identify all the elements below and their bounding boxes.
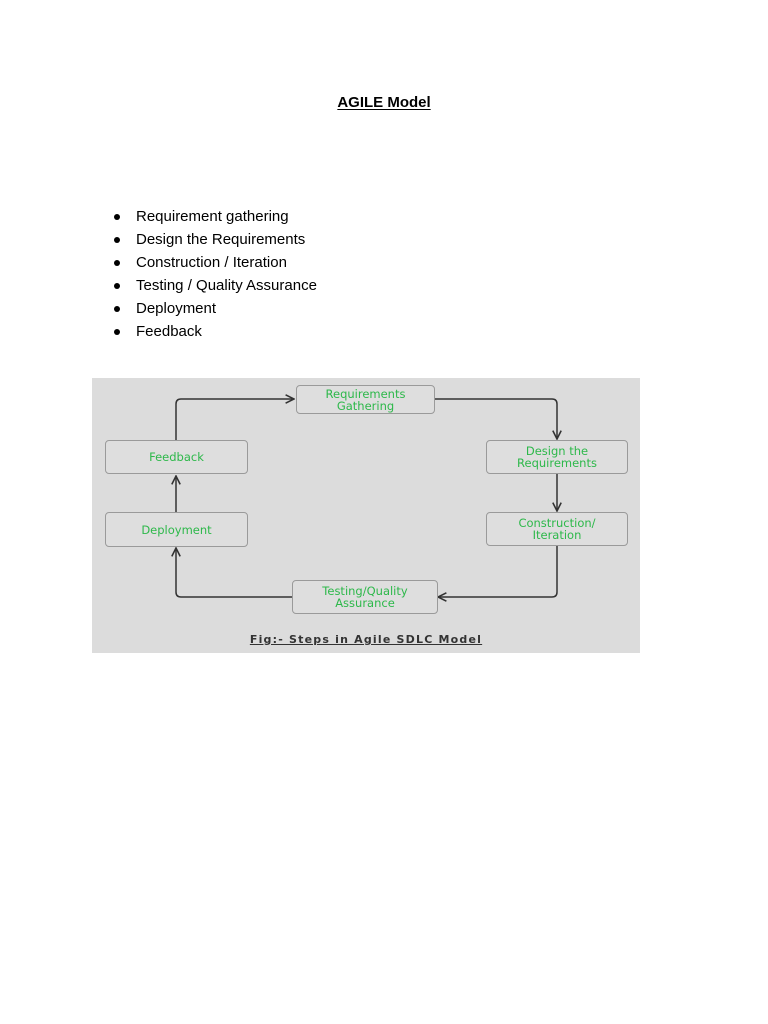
cycle-arrows [92, 378, 640, 653]
list-item-label: Testing / Quality Assurance [136, 277, 317, 294]
list-item: Construction / Iteration [110, 251, 317, 274]
bullet-icon [114, 237, 120, 243]
list-item-label: Requirement gathering [136, 208, 289, 225]
node-testing-quality-assurance: Testing/Quality Assurance [292, 580, 438, 614]
arrow-testing-to-deployment [176, 548, 292, 598]
node-requirements-gathering: Requirements Gathering [296, 385, 435, 414]
list-item: Requirement gathering [110, 205, 317, 228]
list-item: Deployment [110, 297, 317, 320]
node-design-requirements: Design the Requirements [486, 440, 628, 474]
node-construction-iteration: Construction/ Iteration [486, 512, 628, 546]
bullet-icon [114, 283, 120, 289]
arrow-feedback-to-requirements [175, 399, 294, 440]
bullet-icon [114, 306, 120, 312]
list-item-label: Construction / Iteration [136, 254, 287, 271]
node-deployment: Deployment [105, 512, 248, 547]
node-feedback: Feedback [105, 440, 248, 474]
steps-list: Requirement gathering Design the Require… [110, 205, 317, 343]
list-item: Design the Requirements [110, 228, 317, 251]
arrow-construction-to-testing [438, 546, 558, 597]
page-title: AGILE Model [337, 94, 431, 111]
list-item: Feedback [110, 320, 317, 343]
bullet-icon [114, 260, 120, 266]
list-item-label: Design the Requirements [136, 231, 306, 248]
figure-caption: Fig:- Steps in Agile SDLC Model [249, 633, 483, 646]
bullet-icon [114, 214, 120, 220]
list-item-label: Feedback [136, 323, 202, 340]
bullet-icon [114, 329, 120, 335]
arrow-requirements-to-design [435, 398, 557, 439]
list-item-label: Deployment [136, 300, 217, 317]
list-item: Testing / Quality Assurance [110, 274, 317, 297]
agile-cycle-figure: Requirements Gathering Design the Requir… [92, 378, 640, 653]
